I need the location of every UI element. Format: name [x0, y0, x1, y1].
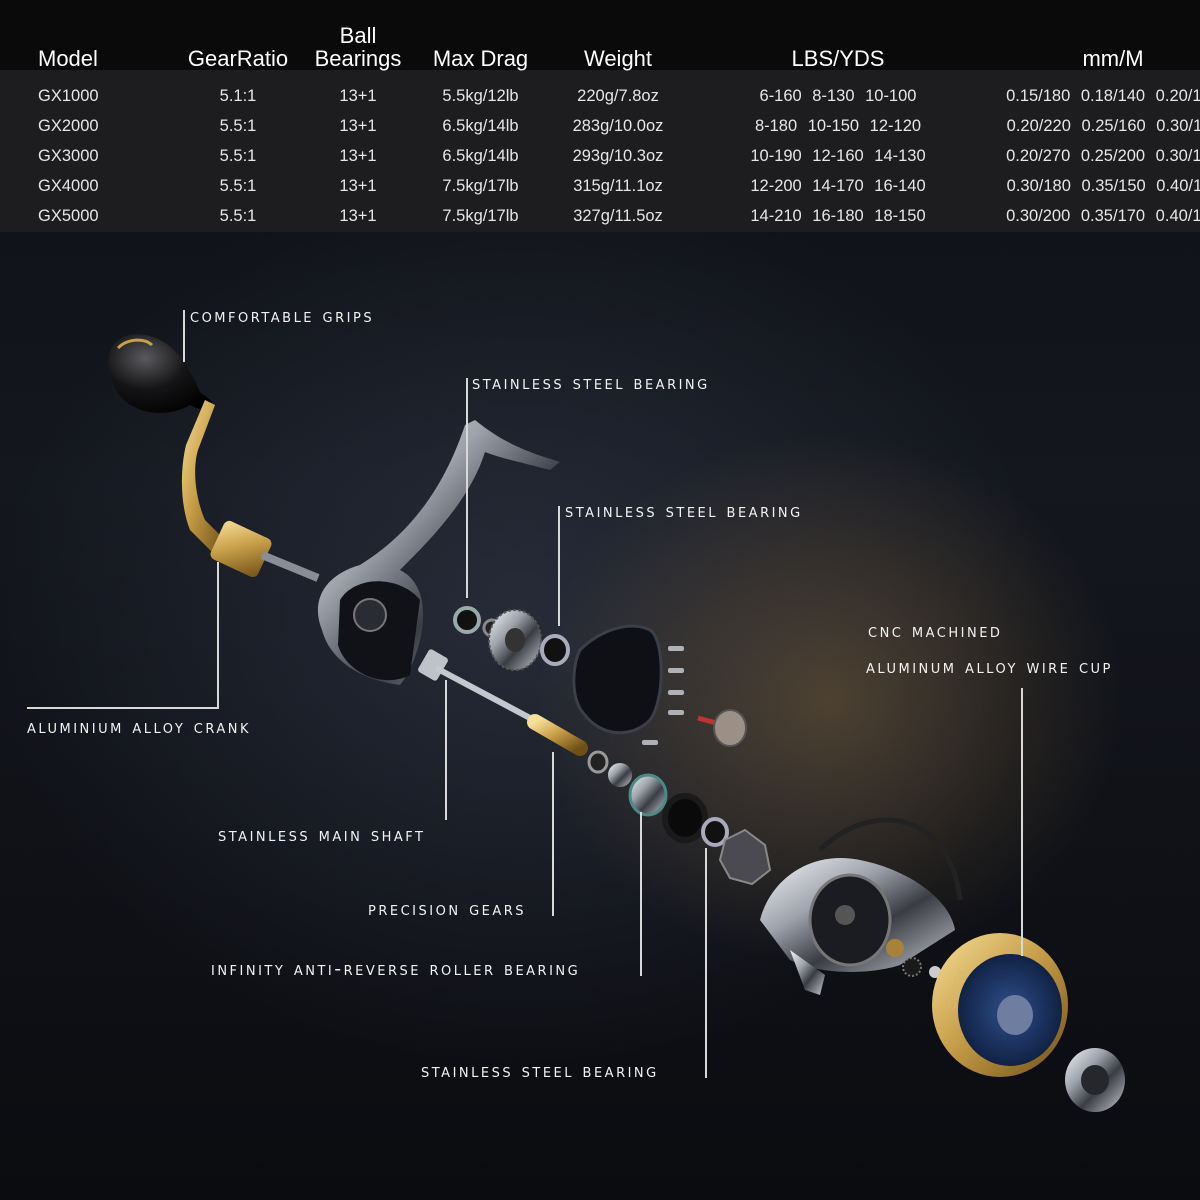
label-cnc-line2: aluminum alloy wire cup	[866, 656, 1113, 678]
leader-bearing-top	[466, 378, 468, 598]
leader-anti-reverse	[640, 812, 642, 976]
leader-bearing-bottom	[705, 848, 707, 1078]
cell-mm-m: 0.20/270 0.25/200 0.30/140	[1006, 146, 1200, 165]
drag-knob	[1065, 1048, 1125, 1112]
spool-gear	[886, 939, 941, 978]
cell-mm-m: 0.30/200 0.35/170 0.40/130	[1006, 206, 1200, 225]
leader-bearing-mid	[558, 506, 560, 626]
cell-lbs-yds: 8-180 10-150 12-120	[754, 116, 922, 135]
cell-mm-m: 0.30/180 0.35/150 0.40/110	[1006, 176, 1200, 195]
cell-ball-bearings: 13+1	[339, 206, 377, 225]
leader-crank-vertical	[217, 562, 219, 708]
cell-weight: 283g/10.0oz	[572, 116, 664, 135]
cell-lbs-yds: 6-160 8-130 10-100	[759, 86, 917, 105]
pinion-gear	[527, 714, 588, 756]
leader-main-shaft	[445, 680, 447, 820]
cell-model: GX1000	[38, 86, 99, 105]
leader-comfortable-grips	[183, 310, 185, 362]
cell-weight: 315g/11.1oz	[573, 176, 663, 195]
cell-mm-m: 0.15/180 0.18/140 0.20/120	[1006, 86, 1200, 105]
side-cap	[697, 709, 747, 747]
cell-gear-ratio: 5.5:1	[219, 206, 257, 225]
table-row: GX2000 5.5:1 13+1 6.5kg/14lb 283g/10.0oz…	[0, 111, 1200, 141]
cell-weight: 327g/11.5oz	[573, 206, 663, 225]
label-main-shaft: Stainless main shaft	[218, 824, 426, 846]
cell-model: GX5000	[38, 206, 99, 225]
spec-table-header-band	[0, 0, 1200, 70]
cell-gear-ratio: 5.5:1	[219, 176, 257, 195]
handle-knob	[108, 334, 213, 413]
cell-max-drag: 6.5kg/14lb	[442, 146, 519, 165]
header-weight: Weight	[583, 46, 653, 71]
cell-lbs-yds: 12-200 14-170 16-140	[750, 176, 926, 195]
table-row: GX3000 5.5:1 13+1 6.5kg/14lb 293g/10.3oz…	[0, 141, 1200, 171]
header-max-drag: Max Drag	[432, 46, 529, 71]
cell-lbs-yds: 10-190 12-160 14-130	[750, 146, 926, 165]
leader-cnc-wire-cup	[1021, 688, 1023, 956]
main-shaft	[418, 649, 532, 721]
roller-bearing	[587, 750, 668, 817]
bearing-mid	[540, 634, 570, 666]
cell-model: GX2000	[38, 116, 99, 135]
cell-weight: 220g/7.8oz	[577, 86, 659, 105]
side-cover	[572, 624, 663, 735]
bearing-bottom	[701, 817, 729, 847]
cell-ball-bearings: 13+1	[339, 146, 377, 165]
cell-max-drag: 5.5kg/12lb	[442, 86, 519, 105]
cell-ball-bearings: 13+1	[339, 116, 377, 135]
cell-ball-bearings: 13+1	[339, 86, 377, 105]
cell-weight: 293g/10.3oz	[572, 146, 664, 165]
cell-max-drag: 7.5kg/17lb	[442, 206, 519, 225]
label-bearing-top: Stainless steel bearing	[472, 372, 710, 394]
cell-mm-m: 0.20/220 0.25/160 0.30/110	[1006, 116, 1200, 135]
label-cnc-line1: CNC machined	[868, 620, 1003, 642]
spool: CODEK	[932, 933, 1068, 1077]
rotor	[760, 817, 963, 995]
cell-max-drag: 7.5kg/17lb	[442, 176, 519, 195]
label-bearing-bottom: Stainless steel bearing	[421, 1060, 659, 1082]
label-anti-reverse: Infinity Anti-reverse Roller Bearing	[211, 958, 581, 980]
cell-gear-ratio: 5.1:1	[219, 86, 257, 105]
crank-arm	[181, 400, 225, 552]
drive-gear	[488, 609, 542, 671]
cell-ball-bearings: 13+1	[339, 176, 377, 195]
header-gear-ratio: GearRatio	[187, 46, 289, 71]
label-aluminium-crank: Aluminium alloy crank	[27, 716, 252, 738]
label-precision-gears: Precision gears	[368, 898, 527, 920]
label-bearing-mid: Stainless steel bearing	[565, 500, 803, 522]
label-comfortable-grips: Comfortable grips	[190, 305, 375, 327]
screws	[642, 646, 684, 745]
cell-model: GX4000	[38, 176, 99, 195]
cell-lbs-yds: 14-210 16-180 18-150	[750, 206, 926, 225]
washer	[662, 793, 708, 843]
cell-gear-ratio: 5.5:1	[219, 146, 257, 165]
table-row: GX4000 5.5:1 13+1 7.5kg/17lb 315g/11.1oz…	[0, 171, 1200, 201]
rotor-plate	[718, 828, 772, 886]
leader-crank-horizontal	[27, 707, 219, 709]
header-ball-bearings-line1: Ball	[339, 23, 377, 48]
header-mm-m: mm/M	[1082, 46, 1144, 71]
cell-gear-ratio: 5.5:1	[219, 116, 257, 135]
table-row: GX1000 5.1:1 13+1 5.5kg/12lb 220g/7.8oz …	[0, 79, 1200, 111]
reel-body	[317, 420, 560, 685]
header-lbs-yds: LBS/YDS	[791, 46, 885, 71]
crank-nut	[210, 520, 320, 582]
cell-model: GX3000	[38, 146, 99, 165]
header-model: Model	[38, 46, 98, 71]
table-row: GX5000 5.5:1 13+1 7.5kg/17lb 327g/11.5oz…	[0, 201, 1200, 231]
cell-max-drag: 6.5kg/14lb	[442, 116, 519, 135]
leader-precision-gears	[552, 752, 554, 916]
header-ball-bearings-line2: Bearings	[314, 46, 402, 71]
